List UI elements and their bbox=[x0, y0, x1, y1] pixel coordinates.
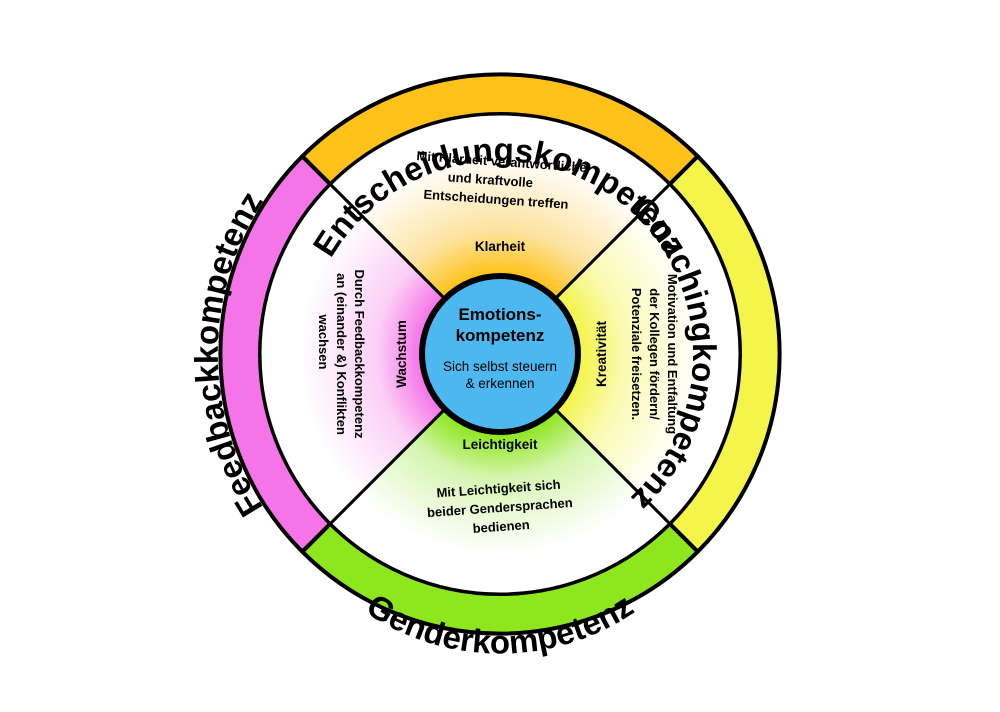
center-circle bbox=[419, 273, 581, 435]
sector-right bbox=[497, 182, 742, 526]
center-sub-line-2: & erkennen bbox=[465, 376, 534, 391]
center-sub-line-1: Sich selbst steuern bbox=[443, 359, 557, 374]
sector-left-line-1: Durch Feedbackkompetenz bbox=[352, 269, 367, 439]
sector-left-text: Durch Feedbackkompetenz an (einander &) … bbox=[316, 269, 367, 439]
center-title-line-1: Emotions- bbox=[458, 305, 541, 324]
inner-sectors bbox=[258, 112, 742, 596]
sector-left-keyword: Wachstum bbox=[394, 320, 409, 388]
sector-bottom-keyword: Leichtigkeit bbox=[462, 437, 538, 452]
outer-ring bbox=[218, 72, 782, 636]
sector-right-text: Motivation und Entfaltung der Kollegen f… bbox=[629, 274, 680, 434]
sector-right-keyword: Kreativität bbox=[594, 320, 609, 387]
sector-bottom bbox=[328, 351, 672, 596]
sector-top bbox=[328, 112, 672, 357]
sector-right-line-1: Motivation und Entfaltung bbox=[665, 274, 680, 434]
sector-bottom-line-3: bedienen bbox=[472, 517, 530, 536]
sector-left bbox=[258, 182, 503, 526]
sector-left-line-3: wachsen bbox=[316, 314, 331, 370]
sector-right-line-2: der Kollegen fördern/ bbox=[647, 288, 662, 420]
center-title-line-2: kompetenz bbox=[456, 326, 545, 345]
sector-top-keyword: Klarheit bbox=[475, 239, 526, 254]
sector-top-line-2: und kraftvolle bbox=[447, 169, 533, 190]
sector-right-line-3: Potenziale freisetzen. bbox=[629, 288, 644, 420]
sector-left-line-2: an (einander &) Konflikten bbox=[334, 273, 349, 435]
